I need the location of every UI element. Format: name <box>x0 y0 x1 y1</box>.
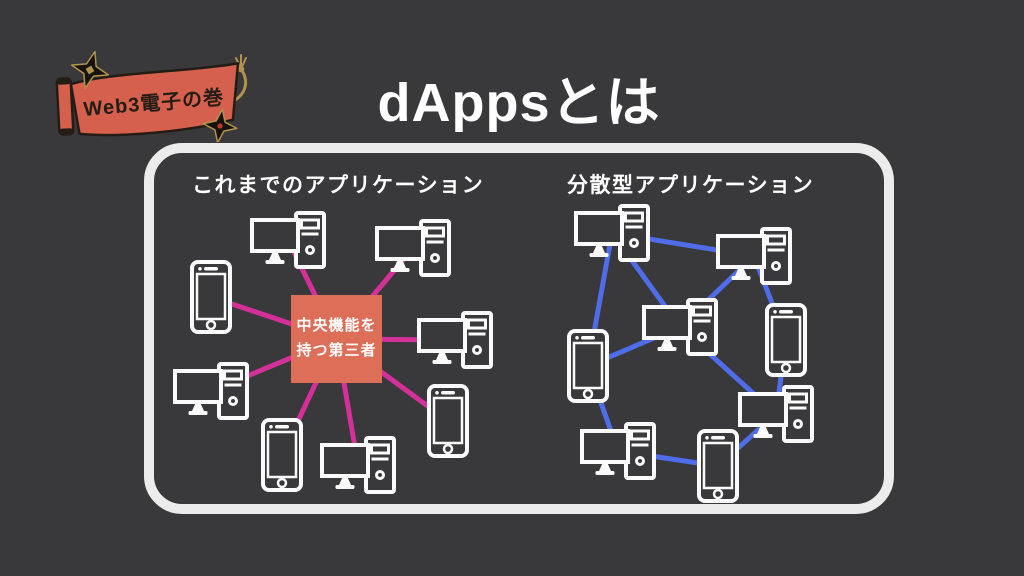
phone-icon <box>765 303 807 377</box>
hub-label-line1: 中央機能を <box>296 317 377 335</box>
page-title: dAppsとは <box>377 73 661 133</box>
shuriken-icon <box>70 50 110 90</box>
distributed-heading: 分散型アプリケーション <box>567 174 815 197</box>
desktop-icon <box>574 204 650 262</box>
desktop-icon <box>320 436 396 494</box>
central-authority-box: 中央機能を 持つ第三者 <box>291 295 382 383</box>
phone-icon <box>427 384 469 458</box>
phone-icon <box>261 418 303 492</box>
desktop-icon <box>716 227 792 285</box>
scroll-badge: Web3電子の巻 <box>55 50 247 142</box>
shuriken-icon <box>202 108 238 142</box>
desktop-icon <box>738 385 814 443</box>
desktop-icon <box>173 362 249 420</box>
tassel-icon <box>235 54 247 73</box>
desktop-icon <box>375 219 451 277</box>
phone-icon <box>697 429 739 503</box>
centralized-heading: これまでのアプリケーション <box>192 174 485 197</box>
scroll-roll-cap-top <box>56 78 71 85</box>
hub-label-line2: 持つ第三者 <box>296 342 377 359</box>
scroll-roll-cap-bottom <box>59 128 74 135</box>
desktop-icon <box>417 311 493 369</box>
badge-banner: Web3電子の巻 <box>55 62 240 137</box>
desktop-icon <box>642 298 718 356</box>
content-panel <box>144 143 894 514</box>
desktop-icon <box>580 422 656 480</box>
phone-icon <box>567 329 609 403</box>
distributed-network-diagram <box>567 204 814 503</box>
banner-shape <box>69 62 240 137</box>
phone-icon <box>190 260 232 334</box>
desktop-icon <box>250 211 326 269</box>
